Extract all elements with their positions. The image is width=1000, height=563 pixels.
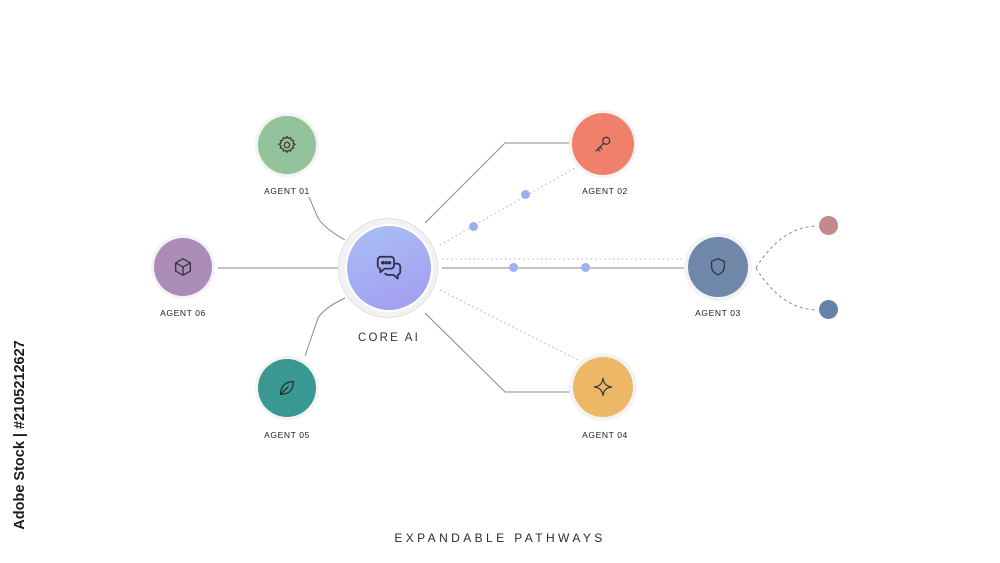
link-agent-01 xyxy=(308,196,346,241)
stock-credit-text: Adobe Stock | #2105212627 xyxy=(12,340,28,530)
core-ai-label: CORE AI xyxy=(357,332,421,344)
link-agent-05 xyxy=(304,297,346,357)
shield-icon xyxy=(710,258,726,276)
link-agent-02 xyxy=(424,142,572,224)
agent-03-node[interactable] xyxy=(688,237,748,297)
agent-02-node[interactable] xyxy=(572,113,634,175)
core-ai-node[interactable] xyxy=(347,226,431,310)
agent-06-label: AGENT 06 xyxy=(160,308,206,318)
dotted-path-agent-02 xyxy=(439,164,581,246)
key-icon xyxy=(595,136,611,152)
gear-icon xyxy=(278,135,296,154)
agent-05-label: AGENT 05 xyxy=(264,430,310,440)
agent-03-label: AGENT 03 xyxy=(695,308,741,318)
agent-06-node[interactable] xyxy=(154,238,212,296)
pathway-marker xyxy=(581,263,590,272)
chat-bubbles-icon xyxy=(376,255,402,280)
cube-icon xyxy=(175,258,191,276)
agent-01-node[interactable] xyxy=(258,116,316,174)
link-agent-04 xyxy=(424,312,572,393)
branch-lower xyxy=(755,267,819,311)
branch-node-lower[interactable] xyxy=(819,300,838,319)
pathway-marker xyxy=(469,222,478,231)
sparkle-icon xyxy=(593,377,613,397)
agent-05-node[interactable] xyxy=(258,359,316,417)
branch-node-upper[interactable] xyxy=(819,216,838,235)
branch-upper xyxy=(755,225,819,269)
leaf-icon xyxy=(279,380,295,396)
pathway-marker xyxy=(509,263,518,272)
agent-01-label: AGENT 01 xyxy=(264,186,310,196)
agent-04-node[interactable] xyxy=(573,357,633,417)
agent-02-label: AGENT 02 xyxy=(582,186,628,196)
agent-04-label: AGENT 04 xyxy=(582,430,628,440)
pathway-marker xyxy=(521,190,530,199)
dotted-path-agent-04 xyxy=(439,289,583,363)
diagram-title: EXPANDABLE PATHWAYS xyxy=(394,531,606,545)
stock-credit: Adobe Stock | #2105212627 xyxy=(5,320,35,550)
